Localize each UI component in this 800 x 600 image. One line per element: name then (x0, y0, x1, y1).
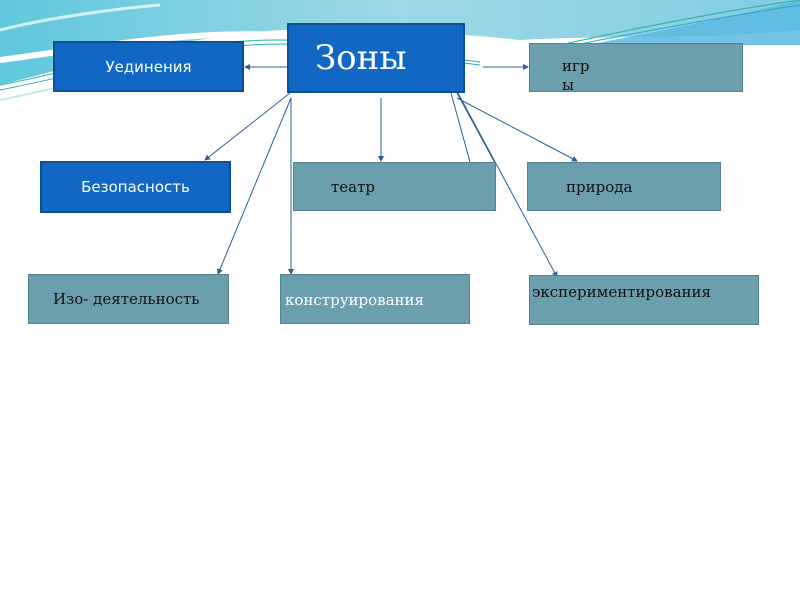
zone-label: природа (566, 177, 633, 196)
zone-igry: игр ы (529, 43, 743, 94)
zone-label: конструирования (285, 291, 425, 309)
zone-label: игр ы (562, 57, 590, 94)
zone-priroda: природа (527, 162, 721, 211)
zone-konstr: конструирования (280, 274, 470, 324)
zone-label: Безопасность (81, 178, 190, 196)
zone-label: Уединения (105, 57, 192, 76)
zone-izo: Изо- деятельность (28, 274, 229, 324)
zone-eksper: экспериментирования (529, 275, 759, 325)
zone-label: Изо- деятельность (53, 290, 200, 308)
zone-bezopasnost: Безопасность (40, 161, 231, 213)
central-node-zony: Зоны (287, 23, 465, 93)
zone-uedinenia: Уединения (53, 41, 244, 92)
zone-label: театр (331, 177, 376, 196)
zone-teatr: театр (293, 162, 496, 211)
central-node-label: Зоны (315, 38, 407, 78)
zone-label: экспериментирования (532, 283, 711, 301)
